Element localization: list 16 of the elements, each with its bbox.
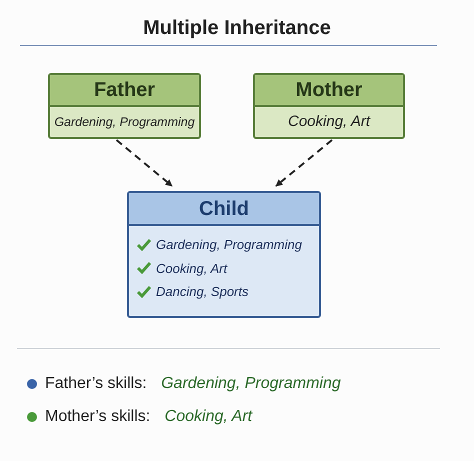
dashed-arrow [116, 139, 173, 187]
parent-class-box [48, 73, 201, 139]
dashed-arrow [275, 139, 333, 187]
legend-text: Father’s skills: Gardening, Programming [45, 374, 341, 394]
class-box [127, 191, 321, 318]
title: Multiple Inheritance [142, 16, 332, 41]
class-name: Child [199, 196, 249, 222]
legend-text: Mother’s skills: Cooking, Art [45, 407, 252, 427]
parent-class-box [253, 73, 405, 139]
skill-text: Cooking, Art [156, 260, 228, 278]
skill-text: Cooking, Art [288, 112, 370, 132]
class-name: Mother [296, 78, 362, 103]
skill-text: Dancing, Sports [156, 283, 248, 301]
class-name: Father [94, 78, 156, 103]
skill-text: Gardening, Programming [156, 236, 302, 254]
skill-text: Gardening, Programming [54, 114, 195, 131]
